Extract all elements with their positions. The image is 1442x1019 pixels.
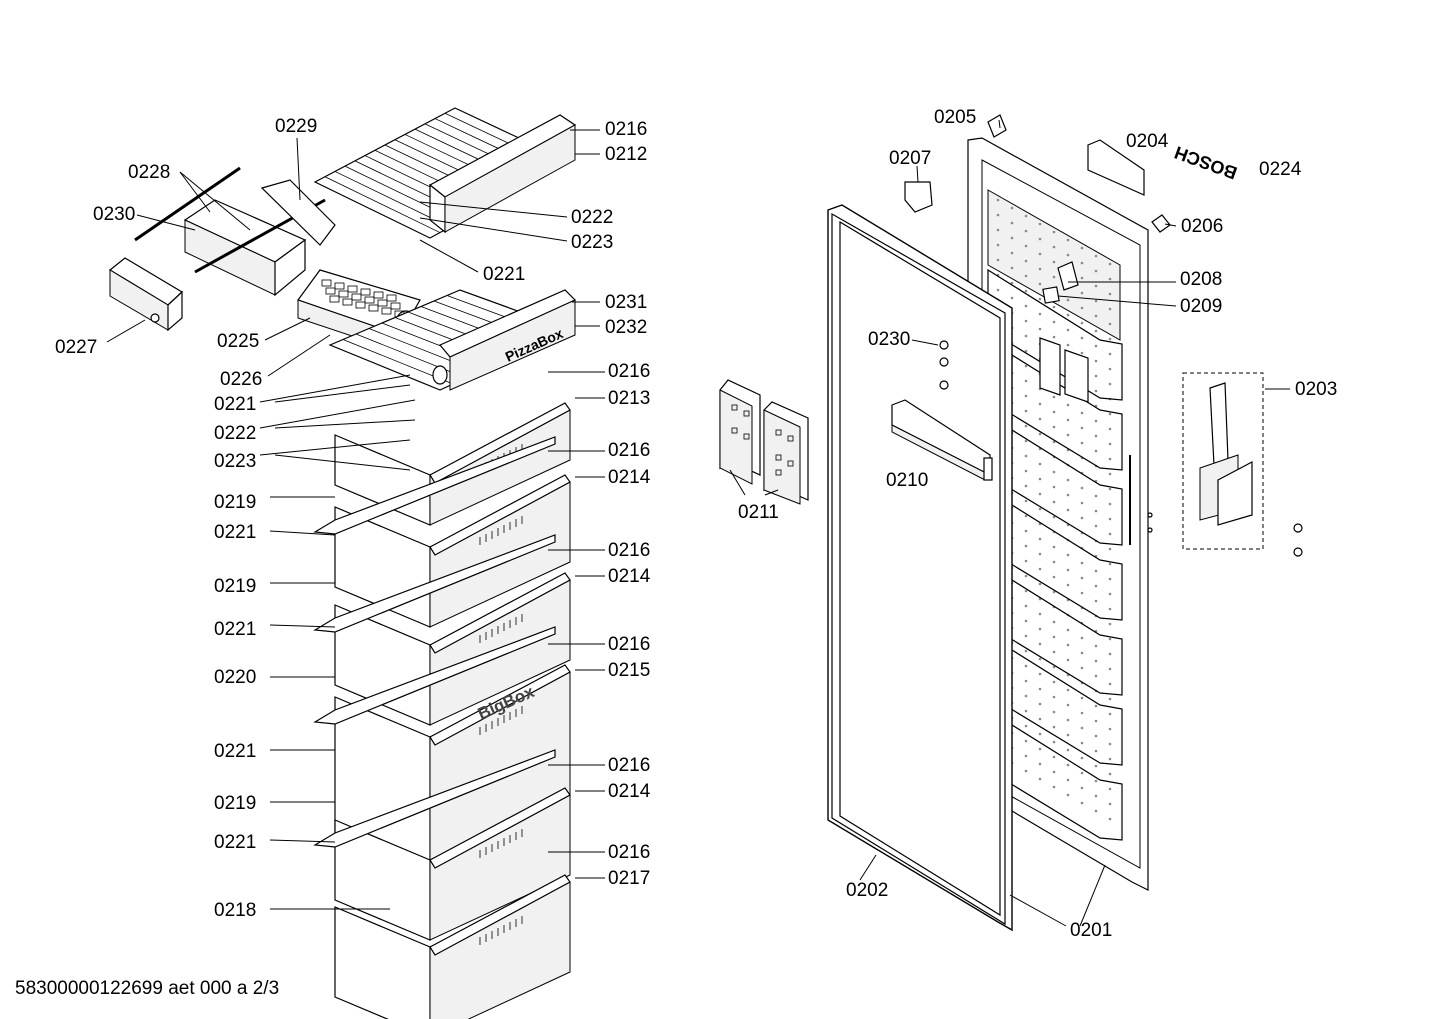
- label-0209: 0209: [1180, 296, 1222, 317]
- leader-lines: [106, 119, 1290, 927]
- label-0232: 0232: [605, 317, 647, 338]
- label-0217: 0217: [608, 868, 650, 889]
- brand-logo-text: BOSCH: [1172, 142, 1240, 183]
- label-0221: 0221: [214, 741, 256, 762]
- label-0216: 0216: [608, 540, 650, 561]
- label-0218: 0218: [214, 900, 256, 921]
- label-0208: 0208: [1180, 269, 1222, 290]
- label-0223: 0223: [571, 232, 613, 253]
- label-0222: 0222: [214, 423, 256, 444]
- label-0224: 0224: [1259, 159, 1302, 180]
- drawer-5: [313, 749, 571, 941]
- label-0214: 0214: [608, 566, 651, 587]
- label-0212: 0212: [605, 144, 647, 165]
- pizza-box-drawer: PizzaBox: [328, 289, 577, 391]
- label-0203: 0203: [1295, 379, 1337, 400]
- label-0221: 0221: [483, 264, 525, 285]
- label-0215: 0215: [608, 660, 650, 681]
- label-0213: 0213: [608, 388, 650, 409]
- door-gasket-0202: [827, 204, 1013, 932]
- label-0216: 0216: [608, 842, 650, 863]
- freezer-drawers: [313, 402, 571, 1019]
- handle-0210: [891, 399, 993, 481]
- label-0205: 0205: [934, 107, 976, 128]
- label-0222: 0222: [571, 207, 613, 228]
- cover-0227: [108, 257, 183, 332]
- label-0226: 0226: [220, 369, 262, 390]
- drawing-number-footer: 58300000122699 aet 000 a 2/3: [15, 978, 280, 999]
- label-0216: 0216: [608, 361, 650, 382]
- label-0228: 0228: [128, 162, 170, 183]
- label-0211: 0211: [738, 502, 779, 523]
- label-0216: 0216: [608, 634, 650, 655]
- label-0221: 0221: [214, 522, 256, 543]
- fan-housing-0230: [134, 166, 336, 297]
- part-labels: 0229 0228 0230 0227 0225 0226 0221 0222 …: [55, 107, 1337, 941]
- label-0225: 0225: [217, 331, 259, 352]
- label-0221: 0221: [214, 832, 256, 853]
- drawer-2: [313, 436, 571, 628]
- drawer-6: [334, 874, 571, 1019]
- label-0229: 0229: [275, 116, 317, 137]
- hinge-0203: [1182, 372, 1264, 550]
- ice-packs-0211: [719, 379, 809, 505]
- label-0216: 0216: [608, 755, 650, 776]
- label-0219: 0219: [214, 492, 256, 513]
- label-0216: 0216: [605, 119, 647, 140]
- label-0202: 0202: [846, 880, 888, 901]
- label-0214: 0214: [608, 781, 651, 802]
- label-0223: 0223: [214, 451, 256, 472]
- label-0206: 0206: [1181, 216, 1223, 237]
- label-0230: 0230: [868, 329, 910, 350]
- label-0230: 0230: [93, 204, 135, 225]
- label-0216: 0216: [608, 440, 650, 461]
- label-0201: 0201: [1070, 920, 1112, 941]
- top-parts: [904, 114, 1303, 557]
- label-0210: 0210: [886, 470, 928, 491]
- label-0221: 0221: [214, 619, 256, 640]
- label-0204: 0204: [1126, 131, 1169, 152]
- label-0219: 0219: [214, 576, 256, 597]
- label-0227: 0227: [55, 337, 97, 358]
- label-0207: 0207: [889, 148, 931, 169]
- label-0220: 0220: [214, 667, 256, 688]
- door-liner-0201: [967, 137, 1153, 891]
- label-0219: 0219: [214, 793, 256, 814]
- label-0221: 0221: [214, 394, 256, 415]
- label-0231: 0231: [605, 292, 647, 313]
- label-0214: 0214: [608, 467, 651, 488]
